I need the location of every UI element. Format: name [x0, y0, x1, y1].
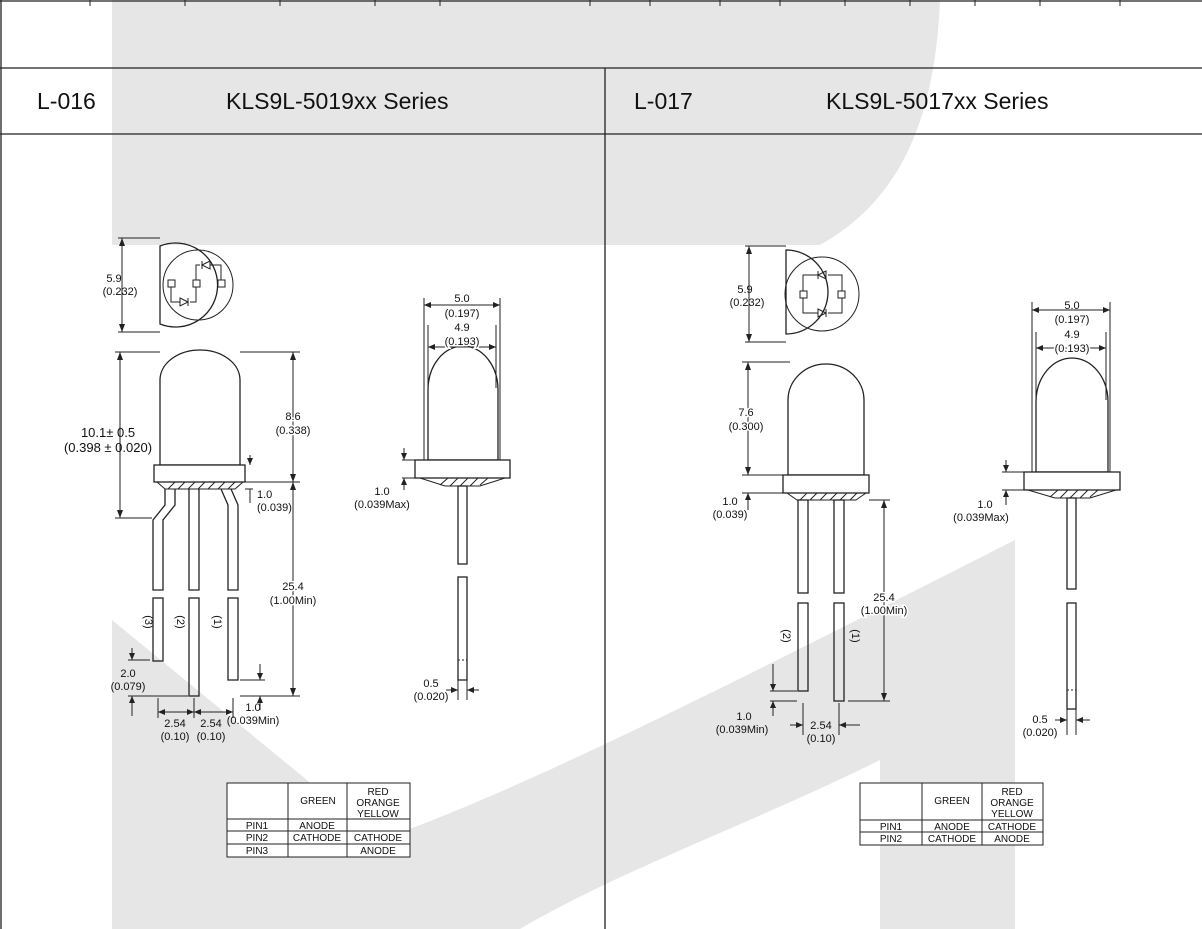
left-dim-body-mm: 8.6	[285, 411, 300, 423]
left-pin2-label: (2)	[174, 615, 186, 628]
right-table-col2-header-3: YELLOW	[991, 809, 1033, 820]
right-dim-dia-in: (0.232)	[730, 297, 765, 309]
right-table-row1-b: CATHODE	[988, 822, 1036, 833]
left-dim-pitch1-in: (0.10)	[161, 731, 190, 743]
left-dim-dia-in: (0.232)	[103, 286, 138, 298]
right-dim-pitch-in: (0.10)	[807, 733, 836, 745]
left-dim-offset-in: (0.079)	[111, 681, 146, 693]
left-dim-height-mm: 10.1± 0.5	[81, 425, 135, 440]
right-dim-flange-in: (0.039)	[713, 509, 748, 521]
left-table-row2-b: CATHODE	[354, 833, 402, 844]
left-dim-height-in: (0.398 ± 0.020)	[64, 440, 152, 455]
left-pin3-label: (3)	[142, 615, 154, 628]
right-table-row2-b: ANODE	[994, 834, 1030, 845]
right-series-title: KLS9L-5017xx Series	[826, 88, 1048, 114]
left-dim-lead-in: (1.00Min)	[270, 595, 316, 607]
left-dim-pitch1-mm: 2.54	[164, 718, 185, 730]
right-dim-width-outer-in: (0.197)	[1055, 314, 1090, 326]
left-table-row3-pin: PIN3	[246, 846, 269, 857]
left-dim-bottom-in: (0.039Min)	[227, 715, 280, 727]
right-pin2-label: (2)	[780, 629, 792, 642]
left-dim-width-inner-in: (0.193)	[445, 336, 480, 348]
right-table-col1-header: GREEN	[934, 796, 970, 807]
left-front-view	[115, 349, 300, 718]
left-table-col2-header-3: YELLOW	[357, 809, 399, 820]
left-dim-dia-mm: 5.9	[106, 273, 121, 285]
right-dim-width-inner-in: (0.193)	[1055, 343, 1090, 355]
right-table-col2-header-2: ORANGE	[990, 798, 1034, 809]
right-table-row1-a: ANODE	[934, 822, 970, 833]
left-table-col1-header: GREEN	[300, 796, 336, 807]
left-table-col2-header-1: RED	[367, 787, 388, 798]
right-table-col2-header-1: RED	[1001, 787, 1022, 798]
right-front-view	[742, 361, 890, 735]
right-top-view	[745, 245, 860, 343]
left-table-row3-b: ANODE	[360, 846, 396, 857]
right-dim-bottom-in: (0.039Min)	[716, 724, 769, 736]
left-side-view	[401, 298, 511, 700]
right-table-row2-a: CATHODE	[928, 834, 976, 845]
right-dim-pitch-mm: 2.54	[810, 720, 831, 732]
right-dim-body-mm: 7.6	[738, 407, 753, 419]
left-series-title: KLS9L-5019xx Series	[226, 88, 448, 114]
left-dim-pitch2-mm: 2.54	[200, 718, 221, 730]
right-dim-width-outer-mm: 5.0	[1064, 300, 1079, 312]
left-table-row2-pin: PIN2	[246, 833, 269, 844]
left-dim-lead-mm: 25.4	[282, 581, 303, 593]
left-dim-flange-mm: 1.0	[257, 489, 272, 501]
left-dim-body-in: (0.338)	[276, 425, 311, 437]
right-dim-lead-in: (1.00Min)	[861, 605, 907, 617]
right-dim-flange-mm: 1.0	[722, 496, 737, 508]
right-dim-lead-w-in: (0.020)	[1023, 727, 1058, 739]
left-dim-width-inner-mm: 4.9	[454, 322, 469, 334]
right-side-view	[1002, 302, 1121, 735]
left-dim-side-flange-in: (0.039Max)	[354, 499, 410, 511]
right-dim-bottom-mm: 1.0	[736, 711, 751, 723]
left-dim-bottom-mm: 1.0	[245, 702, 260, 714]
left-top-view	[118, 237, 234, 333]
left-dim-pitch2-in: (0.10)	[197, 731, 226, 743]
right-pin-table	[859, 782, 1044, 846]
right-dim-body-in: (0.300)	[729, 421, 764, 433]
right-part-code: L-017	[634, 88, 693, 114]
right-dim-dia-mm: 5.9	[737, 284, 752, 296]
right-dim-lead-w-mm: 0.5	[1032, 714, 1047, 726]
right-dim-lead-mm: 25.4	[873, 592, 894, 604]
left-table-col2-header-2: ORANGE	[356, 798, 400, 809]
right-dim-width-inner-mm: 4.9	[1064, 329, 1079, 341]
left-dim-side-flange-mm: 1.0	[374, 486, 389, 498]
left-table-row2-a: CATHODE	[293, 833, 341, 844]
right-pin1-label: (1)	[849, 629, 861, 642]
right-table-row1-pin: PIN1	[880, 822, 903, 833]
left-table-row1-a: ANODE	[299, 821, 335, 832]
left-pin-table	[226, 782, 411, 858]
right-table-row2-pin: PIN2	[880, 834, 903, 845]
left-dim-width-outer-in: (0.197)	[445, 308, 480, 320]
left-dim-lead-w-mm: 0.5	[423, 678, 438, 690]
right-dim-side-flange-in: (0.039Max)	[953, 512, 1009, 524]
left-dim-offset-mm: 2.0	[120, 668, 135, 680]
left-dim-flange-in: (0.039)	[257, 502, 292, 514]
left-dim-width-outer-mm: 5.0	[454, 293, 469, 305]
left-dim-lead-w-in: (0.020)	[414, 691, 449, 703]
left-part-code: L-016	[37, 88, 96, 114]
left-pin1-label: (1)	[211, 615, 223, 628]
right-dim-side-flange-mm: 1.0	[977, 499, 992, 511]
left-table-row1-pin: PIN1	[246, 821, 269, 832]
